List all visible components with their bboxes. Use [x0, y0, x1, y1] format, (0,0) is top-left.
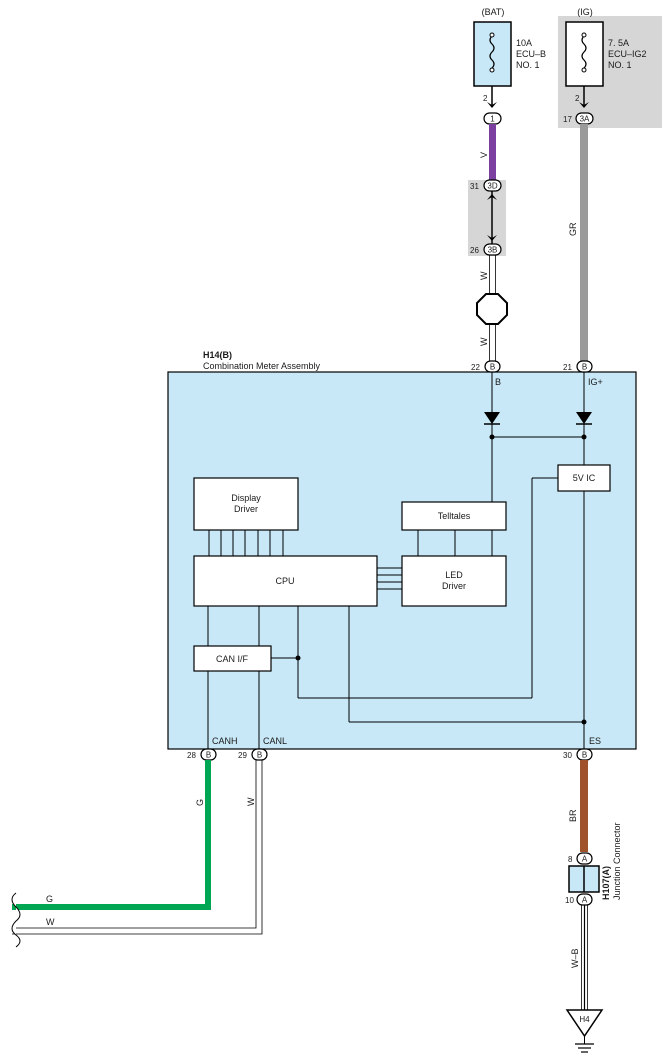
svg-text:A: A — [582, 896, 588, 905]
5v-ic-block — [557, 464, 611, 492]
svg-text:W–B: W–B — [570, 948, 580, 968]
jc-name: Junction Connector — [612, 822, 622, 900]
ig-fuse-terminal — [579, 102, 589, 108]
pin-22-signal: B — [495, 377, 501, 387]
jc-code: H107(A) — [601, 866, 611, 900]
svg-text:GR: GR — [568, 222, 578, 236]
svg-text:G: G — [195, 799, 205, 806]
display-driver-block — [193, 477, 299, 531]
pin-29-number: 29 — [238, 751, 247, 760]
jc-bottom-pin-number: 10 — [565, 896, 574, 905]
ig-fuse-number: NO. 1 — [608, 60, 632, 70]
svg-text:W: W — [246, 797, 256, 806]
bat-fuse-terminal — [487, 102, 497, 108]
wire-g — [12, 760, 211, 910]
signal-canl: CANL — [263, 736, 287, 746]
jc-top-pin-connector — [576, 852, 593, 865]
pin-21-number: 21 — [563, 363, 572, 372]
splice-octagon — [476, 293, 508, 325]
wire-gr — [580, 124, 588, 361]
pin-28-number: 28 — [187, 751, 196, 760]
assembly-name: Combination Meter Assembly — [203, 361, 321, 371]
junction-connector-3b — [483, 243, 502, 256]
wire-break-mark — [11, 892, 21, 948]
bat-fuse-number: NO. 1 — [516, 60, 540, 70]
svg-text:3D: 3D — [487, 182, 497, 191]
svg-text:B: B — [206, 751, 211, 760]
cpu-block — [193, 555, 378, 607]
wire-w-left-label: W — [46, 917, 55, 927]
svg-text:B: B — [490, 363, 495, 372]
pin-21-signal: IG+ — [588, 377, 603, 387]
bat-fuse-name: ECU–B — [516, 49, 546, 59]
bat-fuse-rating: 10A — [516, 38, 532, 48]
junction-top-pin: 31 — [470, 182, 479, 191]
junction-shade-area — [468, 180, 506, 256]
svg-text:V: V — [479, 152, 489, 158]
internal-wiring — [207, 372, 585, 749]
signal-es: ES — [589, 736, 601, 746]
svg-text:3A: 3A — [580, 115, 590, 124]
wire-br — [580, 760, 588, 852]
telltales-block — [401, 501, 507, 531]
pin-29-connector — [251, 748, 268, 761]
svg-text:W: W — [479, 271, 489, 280]
diode-ig — [576, 412, 592, 424]
ig-connector-pin: 17 — [563, 115, 572, 124]
ig-fuse — [565, 21, 604, 87]
svg-text:B: B — [582, 751, 587, 760]
svg-text:BR: BR — [568, 809, 578, 822]
ground-h4 — [565, 1009, 604, 1038]
bat-fuse — [473, 21, 512, 87]
svg-text:H4: H4 — [579, 1015, 590, 1024]
ig-fuse-rating: 7. 5A — [608, 38, 629, 48]
svg-text:Telltales: Telltales — [438, 511, 471, 521]
pin-22-number: 22 — [471, 363, 480, 372]
svg-text:Driver: Driver — [442, 581, 466, 591]
svg-text:CAN I/F: CAN I/F — [216, 654, 249, 664]
bat-fuse-pin: 2 — [483, 94, 488, 103]
can-if-block — [193, 645, 272, 672]
bat-source-label: (BAT) — [482, 7, 505, 17]
svg-text:3B: 3B — [488, 246, 498, 255]
diode-b — [484, 412, 500, 424]
svg-text:1: 1 — [490, 115, 495, 124]
svg-text:Display: Display — [231, 493, 261, 503]
led-driver-block — [401, 555, 507, 607]
svg-text:5V IC: 5V IC — [573, 473, 596, 483]
ig-source-label: (IG) — [577, 7, 593, 17]
svg-text:CPU: CPU — [275, 576, 294, 586]
wire-v — [489, 124, 496, 180]
svg-text:B: B — [582, 363, 587, 372]
svg-text:LED: LED — [445, 570, 463, 580]
svg-text:A: A — [582, 855, 588, 864]
junction-bottom-pin: 26 — [470, 246, 479, 255]
signal-canh: CANH — [212, 736, 238, 746]
bat-fuse-element — [489, 35, 495, 69]
ig-fuse-element — [581, 35, 587, 69]
svg-text:W: W — [479, 337, 489, 346]
ig-fuse-name: ECU–IG2 — [608, 49, 647, 59]
pin-30-number: 30 — [563, 751, 572, 760]
jc-top-pin-number: 8 — [568, 855, 573, 864]
assembly-code: H14(B) — [203, 350, 232, 360]
ig-fuse-pin: 2 — [575, 94, 580, 103]
wire-g-left-label: G — [46, 894, 53, 904]
svg-text:B: B — [257, 751, 262, 760]
svg-text:Driver: Driver — [234, 504, 258, 514]
